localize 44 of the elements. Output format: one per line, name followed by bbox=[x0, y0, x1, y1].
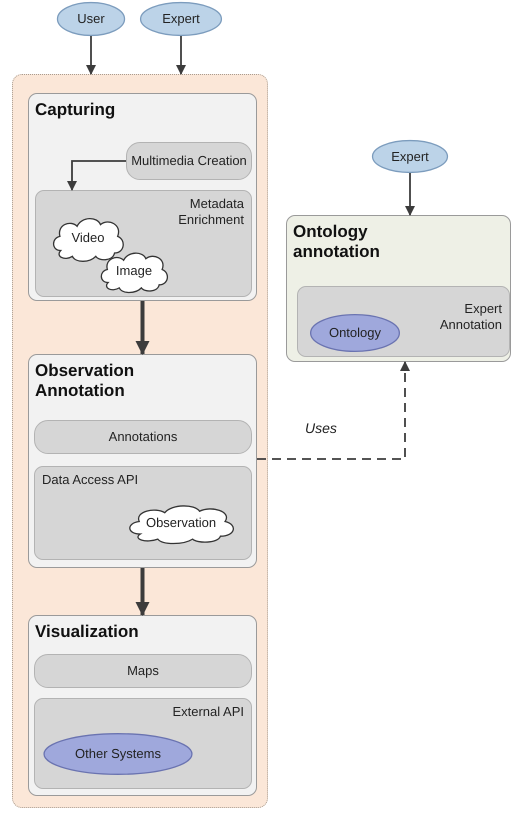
node-label: External API bbox=[172, 704, 244, 720]
node-label: Observation bbox=[144, 514, 218, 532]
node-label: Multimedia Creation bbox=[130, 152, 248, 170]
node-label: Expert bbox=[161, 10, 201, 28]
component-box bbox=[126, 142, 252, 180]
component-box bbox=[34, 420, 252, 454]
node-label: Metadata Enrichment bbox=[177, 196, 244, 228]
edge-label: Uses bbox=[303, 420, 339, 436]
panel-heading: Capturing bbox=[35, 100, 116, 120]
node-label: Maps bbox=[126, 662, 160, 680]
arrow bbox=[136, 301, 150, 355]
arrow bbox=[136, 568, 150, 616]
actor-ellipse bbox=[57, 2, 125, 36]
component-box bbox=[34, 466, 252, 560]
node-label: Expert bbox=[390, 148, 430, 165]
module-panel bbox=[28, 354, 257, 568]
module-panel bbox=[286, 215, 511, 362]
system-ellipse bbox=[310, 314, 400, 352]
arrow bbox=[86, 36, 96, 75]
node-label: Expert Annotation bbox=[438, 301, 502, 334]
node-label: Other Systems bbox=[74, 746, 162, 762]
panel-heading: Visualization bbox=[35, 622, 139, 642]
panel-heading: Ontology annotation bbox=[293, 222, 381, 263]
component-box bbox=[297, 286, 510, 357]
node-label: Data Access API bbox=[42, 472, 138, 488]
system-ellipse bbox=[43, 733, 193, 775]
node-label: Ontology bbox=[328, 324, 382, 342]
node-label: Annotations bbox=[108, 428, 178, 446]
node-label: Video bbox=[70, 230, 106, 246]
node-label: Image bbox=[114, 262, 154, 280]
module-panel bbox=[28, 93, 257, 301]
arrow bbox=[405, 173, 415, 216]
system-panel bbox=[12, 74, 268, 808]
node-label: User bbox=[76, 10, 106, 28]
component-box bbox=[35, 190, 252, 297]
component-box bbox=[34, 654, 252, 688]
panel-heading: Observation Annotation bbox=[35, 361, 136, 402]
arrow bbox=[176, 36, 186, 75]
component-box bbox=[34, 698, 252, 789]
actor-ellipse bbox=[140, 2, 222, 36]
actor-ellipse bbox=[372, 140, 448, 173]
arrow bbox=[67, 160, 126, 191]
module-panel bbox=[28, 615, 257, 796]
arrow bbox=[257, 361, 410, 460]
